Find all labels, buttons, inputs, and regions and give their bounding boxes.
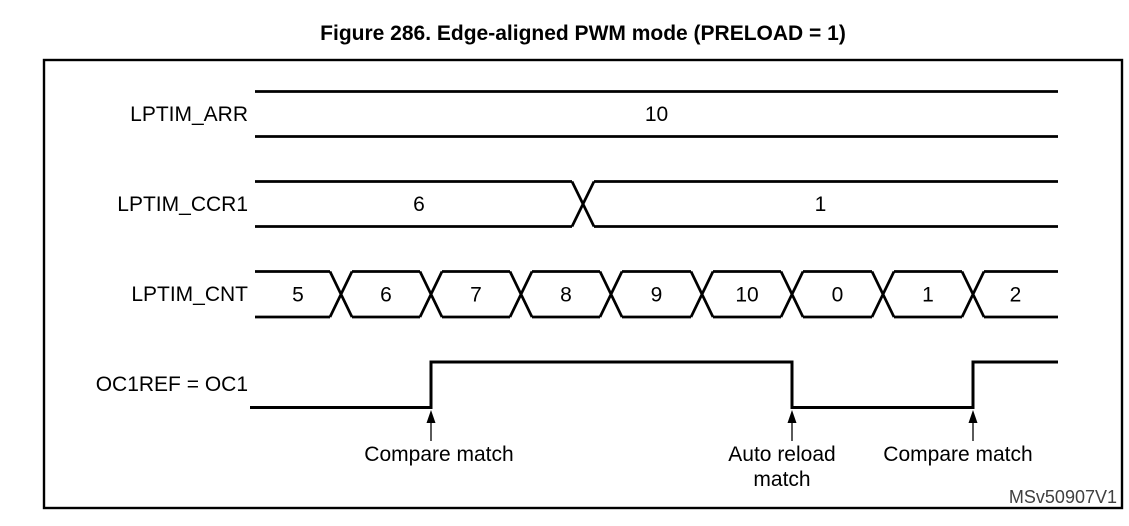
bus-transition-cross <box>598 270 624 318</box>
watermark-label: MSv50907V1 <box>1008 487 1117 507</box>
annotation-arrow-head <box>787 410 797 423</box>
bus-transition-cross <box>960 270 986 318</box>
bus-value: 8 <box>560 283 572 306</box>
bus-transition-cross <box>779 270 805 318</box>
bus-value: 9 <box>651 283 663 306</box>
digital-waveform <box>250 360 1058 409</box>
annotation-label: Compare match <box>883 443 1032 466</box>
signal-label: LPTIM_CCR1 <box>117 193 248 216</box>
annotation-arrow-head <box>968 410 978 423</box>
bus-value: 2 <box>1010 283 1022 306</box>
bus-value: 6 <box>413 193 425 216</box>
bus-transition-cross <box>328 270 354 318</box>
bus-transition-cross <box>870 270 896 318</box>
figure-title: Figure 286. Edge-aligned PWM mode (PRELO… <box>320 22 846 45</box>
bus-value: 7 <box>470 283 482 306</box>
annotation-label: Auto reload <box>728 443 835 466</box>
annotation-label: match <box>753 468 810 491</box>
signal-label: LPTIM_ARR <box>130 103 248 126</box>
bus-value: 0 <box>832 283 844 306</box>
bus-transition-cross <box>570 180 596 228</box>
bus-transition-cross <box>418 270 444 318</box>
bus-transition-cross <box>508 270 534 318</box>
annotation-label: Compare match <box>364 443 513 466</box>
signal-label: LPTIM_CNT <box>131 283 248 306</box>
bus-value: 10 <box>645 103 668 126</box>
bus-value: 10 <box>735 283 758 306</box>
bus-transition-cross <box>689 270 715 318</box>
bus-value: 1 <box>815 193 827 216</box>
figure-frame <box>42 58 1124 510</box>
bus-value: 5 <box>292 283 304 306</box>
bus-value: 1 <box>922 283 934 306</box>
bus-value: 6 <box>380 283 392 306</box>
signal-label: OC1REF = OC1 <box>96 373 248 396</box>
annotation-arrow-head <box>426 410 436 423</box>
